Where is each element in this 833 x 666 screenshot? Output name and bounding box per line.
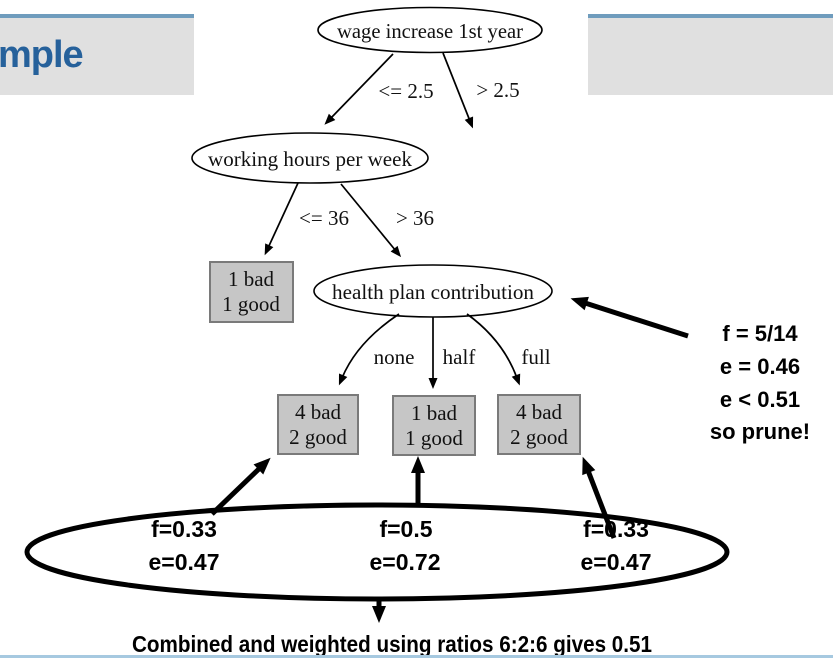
edge-health-full-arrow: [466, 313, 521, 386]
leaf-half-line2: 1 good: [405, 426, 463, 450]
prune-note-line1: f = 5/14: [722, 321, 798, 346]
edge-root-left-label: <= 2.5: [378, 79, 433, 103]
header-band-right: [588, 14, 833, 95]
slide-title: mple: [0, 34, 84, 76]
leaf-hours-line1: 1 bad: [228, 267, 275, 291]
leaf-hours-box: [209, 261, 294, 323]
leaf-half-box: [392, 395, 476, 456]
prune-arrow: [570, 296, 689, 339]
leaf-full-box: [497, 394, 581, 455]
prune-note-line3: e < 0.51: [720, 387, 800, 412]
edge-root-left-arrow: [324, 53, 394, 125]
edge-root-right-label: > 2.5: [476, 78, 519, 102]
edge-health-none-label: none: [374, 345, 415, 369]
node-working-hours: [191, 132, 429, 184]
node-wage-increase-label: wage increase 1st year: [337, 19, 523, 43]
stat-half-f: f=0.5: [379, 516, 432, 542]
stat-full-f: f=0.33: [583, 516, 649, 542]
leaf-none-line2: 2 good: [289, 425, 347, 449]
stat-none-e: e=0.47: [149, 549, 220, 575]
edge-hours-right-label: > 36: [396, 206, 434, 230]
leaf-hours-line2: 1 good: [222, 292, 280, 316]
stat-full-e: e=0.47: [581, 549, 652, 575]
stat-none-f: f=0.33: [151, 516, 217, 542]
caption-text: Combined and weighted using ratios 6:2:6…: [132, 631, 652, 657]
edge-health-full-label: full: [521, 345, 550, 369]
leaf-none-box: [277, 394, 359, 455]
node-wage-increase: [317, 6, 543, 54]
edge-root-right-arrow: [442, 52, 474, 129]
stat-arrow-full: [582, 456, 617, 539]
prune-note-line2: e = 0.46: [720, 354, 800, 379]
node-working-hours-label: working hours per week: [208, 147, 412, 171]
edge-health-half-label: half: [443, 345, 476, 369]
edge-hours-right-arrow: [340, 183, 402, 258]
leaf-half-line1: 1 bad: [411, 401, 458, 425]
leaf-full-line1: 4 bad: [516, 400, 563, 424]
stat-half-e: e=0.72: [370, 549, 441, 575]
leaf-none-line1: 4 bad: [295, 400, 342, 424]
stat-arrow-none: [210, 457, 271, 516]
prune-note-line4: so prune!: [710, 419, 810, 444]
edge-hours-left-arrow: [264, 182, 299, 256]
edge-hours-left-label: <= 36: [299, 206, 349, 230]
leaf-full-line2: 2 good: [510, 425, 568, 449]
edge-health-none-arrow: [338, 313, 400, 386]
node-health-plan-label: health plan contribution: [332, 280, 534, 304]
header-band-left: mple: [0, 14, 194, 95]
bottom-rule: [0, 655, 833, 658]
